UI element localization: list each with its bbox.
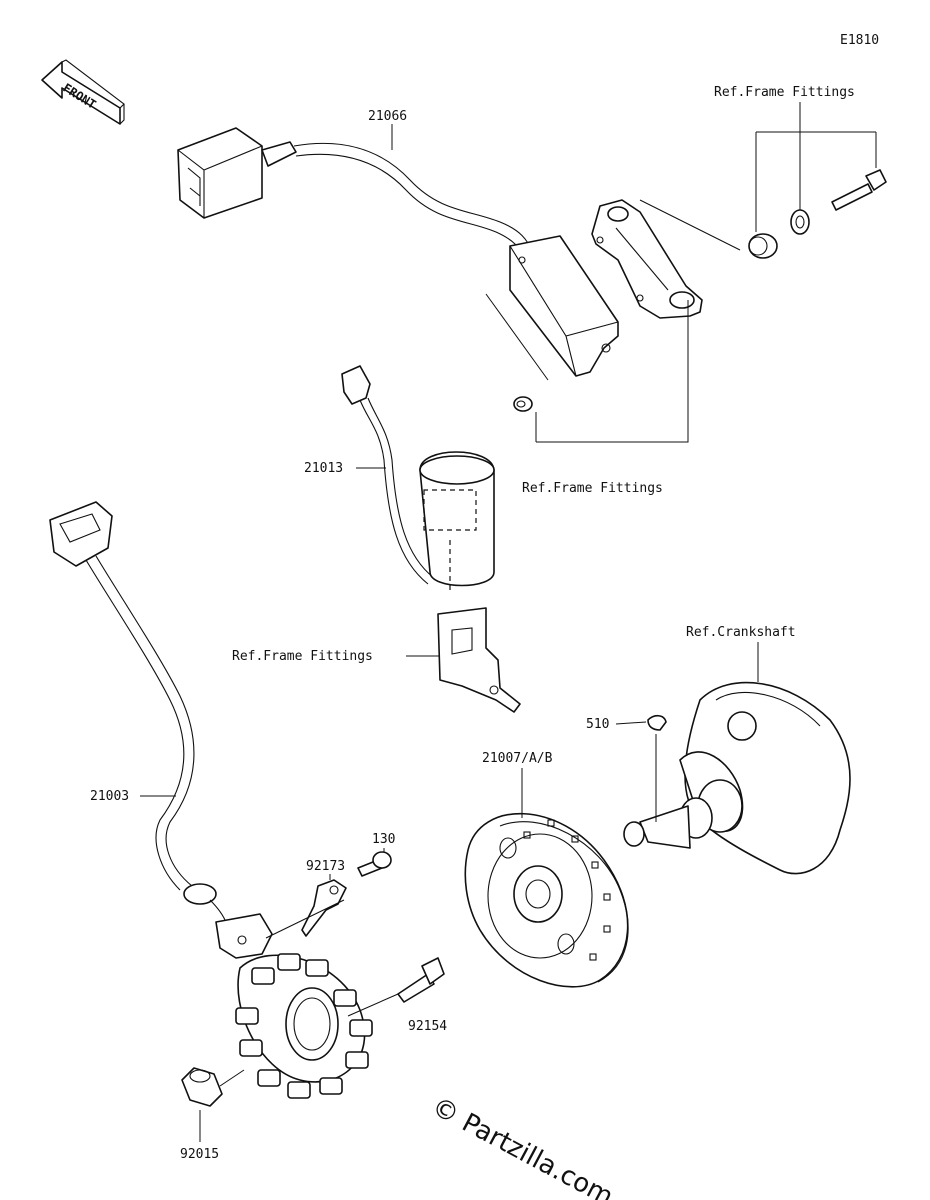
bolt-top [831, 169, 887, 211]
stator [215, 913, 373, 1099]
condenser [341, 365, 495, 590]
label-21007: 21007/A/B [482, 751, 553, 766]
collar [790, 209, 810, 235]
grommet [748, 233, 778, 259]
label-21003: 21003 [90, 789, 129, 804]
label-130: 130 [372, 832, 395, 847]
label-ref-frame-mid: Ref.Frame Fittings [522, 481, 663, 496]
woodruff-key [647, 714, 667, 731]
label-ref-frame-left: Ref.Frame Fittings [232, 649, 373, 664]
watermark: © Partzilla.com [427, 1092, 618, 1200]
bolt-130 [357, 851, 392, 877]
label-ref-crankshaft: Ref.Crankshaft [686, 625, 796, 640]
crankshaft [623, 681, 851, 875]
label-21066: 21066 [368, 109, 407, 124]
diagram-code: E1810 [840, 33, 879, 48]
regulator-rectifier [177, 127, 619, 377]
label-ref-frame-top: Ref.Frame Fittings [714, 85, 855, 100]
label-92015: 92015 [180, 1147, 219, 1162]
label-510: 510 [586, 717, 609, 732]
bolt-92154 [397, 957, 445, 1003]
regulator-bracket [591, 199, 703, 319]
clamp [301, 879, 347, 937]
nut-small [513, 396, 533, 412]
label-21013: 21013 [304, 461, 343, 476]
flywheel-rotor [464, 812, 629, 988]
label-92154: 92154 [408, 1019, 447, 1034]
front-arrow-icon: FRONT [41, 59, 125, 125]
label-92173: 92173 [306, 859, 345, 874]
condenser-bracket [437, 607, 521, 713]
stator-harness [49, 501, 229, 947]
nut-92015 [181, 1067, 223, 1107]
